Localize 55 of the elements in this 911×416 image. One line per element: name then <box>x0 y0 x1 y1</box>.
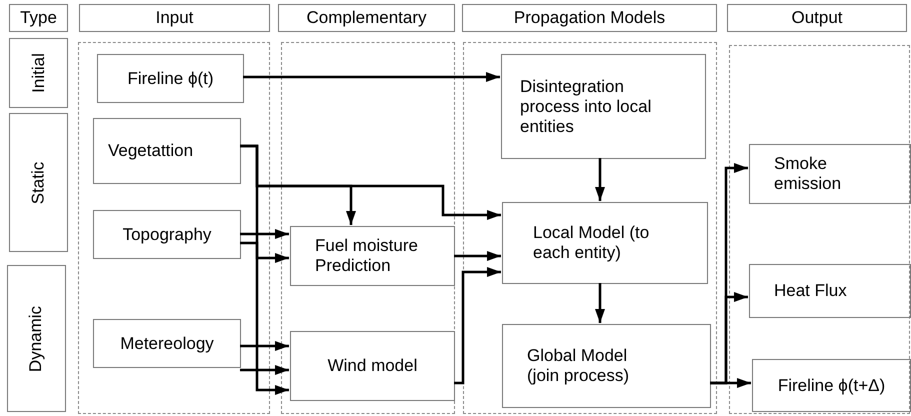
box-label: Disintegration process into local entities <box>520 76 652 136</box>
process-box <box>290 226 455 286</box>
column-header: Output <box>791 8 843 28</box>
column-panel <box>78 42 270 414</box>
box-label: Fuel moisture Prediction <box>315 236 419 276</box>
process-box <box>752 359 911 412</box>
arrow <box>454 267 501 384</box>
box-label: Wind model <box>328 356 418 376</box>
column-header-box <box>79 4 270 32</box>
process-box <box>501 54 706 159</box>
arrow <box>240 229 289 239</box>
arrow <box>240 365 289 375</box>
box-label: Global Model (join process) <box>527 346 630 386</box>
process-box <box>97 54 244 103</box>
process-box <box>502 324 711 408</box>
box-label: Fireline ϕ(t+Δ) <box>778 376 886 396</box>
row-header-box <box>7 265 66 412</box>
process-box <box>502 202 708 284</box>
box-label: Topography <box>122 224 212 244</box>
column-header: Complementary <box>306 8 426 28</box>
arrow <box>710 292 748 384</box>
arrow <box>240 341 289 351</box>
column-header-box <box>9 4 68 32</box>
row-header: Static <box>28 161 48 204</box>
row-header-box <box>9 38 68 108</box>
arrow <box>454 251 501 261</box>
row-header-box <box>9 113 68 252</box>
column-header: Propagation Models <box>514 8 666 28</box>
process-box <box>93 319 241 368</box>
arrow <box>243 72 500 82</box>
column-panel <box>281 42 455 414</box>
row-header: Initial <box>28 53 48 93</box>
arrow <box>595 283 605 323</box>
process-box <box>290 331 455 401</box>
row-header: Dynamic <box>26 305 46 372</box>
process-box <box>749 144 911 204</box>
box-label: Fireline ϕ(t) <box>127 68 214 88</box>
process-box <box>749 264 911 318</box>
box-label: Local Model (to each entity) <box>533 223 650 263</box>
box-label: Metereology <box>120 334 214 354</box>
column-header: Input <box>156 8 194 28</box>
box-label: Smoke emission <box>774 154 842 194</box>
box-label: Vegetattion <box>108 141 194 161</box>
arrow <box>240 242 289 263</box>
column-header-box <box>278 4 455 32</box>
box-label: Heat Flux <box>774 281 847 301</box>
column-header-box <box>727 4 907 32</box>
column-panel <box>729 45 910 414</box>
column-panel <box>463 42 717 414</box>
process-box <box>93 118 241 184</box>
arrow <box>240 144 289 395</box>
column-header: Type <box>20 8 57 28</box>
process-box <box>93 210 241 259</box>
column-header-box <box>462 4 717 32</box>
arrow <box>595 158 605 201</box>
